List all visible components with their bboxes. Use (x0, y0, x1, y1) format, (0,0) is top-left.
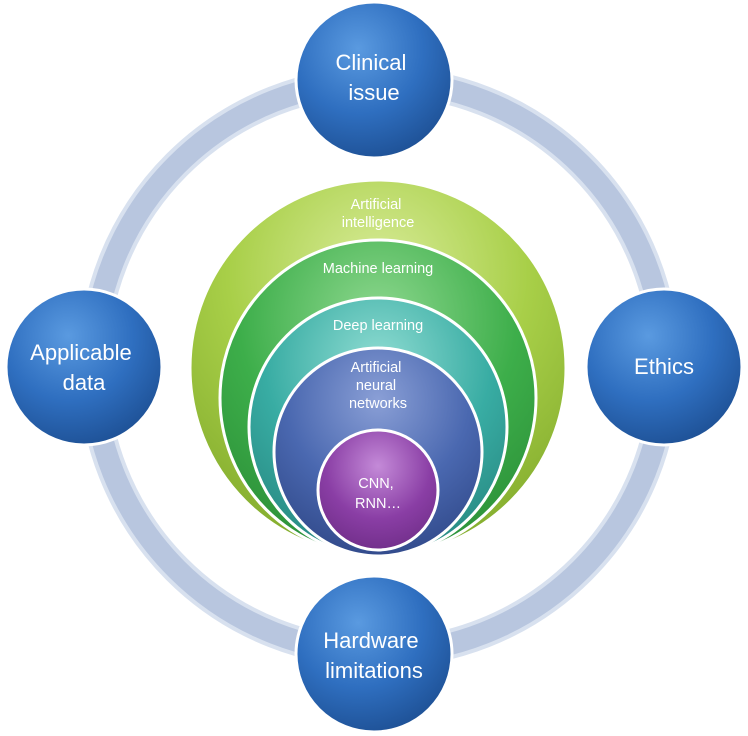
node-label-hardware-limitations: Hardware limitations (323, 628, 425, 683)
node-ethics: Ethics (584, 287, 744, 447)
node-hardware-limitations: Hardware limitations (294, 574, 454, 734)
layer-label-artificial-intelligence: Artificial intelligence (342, 197, 415, 231)
layer-label-deep-learning: Deep learning (333, 318, 423, 334)
node-label-clinical-issue: Clinical issue (335, 50, 412, 105)
node-label-applicable-data: Applicable data (30, 340, 138, 395)
layer-label-cnn-rnn: CNN, RNN… (355, 476, 401, 512)
layer-cnn-rnn: CNN, RNN… (316, 428, 440, 552)
node-applicable-data: Applicable data (4, 287, 164, 447)
layer-label-machine-learning: Machine learning (323, 261, 433, 277)
node-clinical-issue: Clinical issue (294, 0, 454, 160)
nested-layers: Artificial intelligence Machine learning… (188, 178, 568, 558)
node-label-ethics: Ethics (634, 354, 694, 379)
layer-label-artificial-neural-networks: Artificial neural networks (349, 360, 407, 412)
